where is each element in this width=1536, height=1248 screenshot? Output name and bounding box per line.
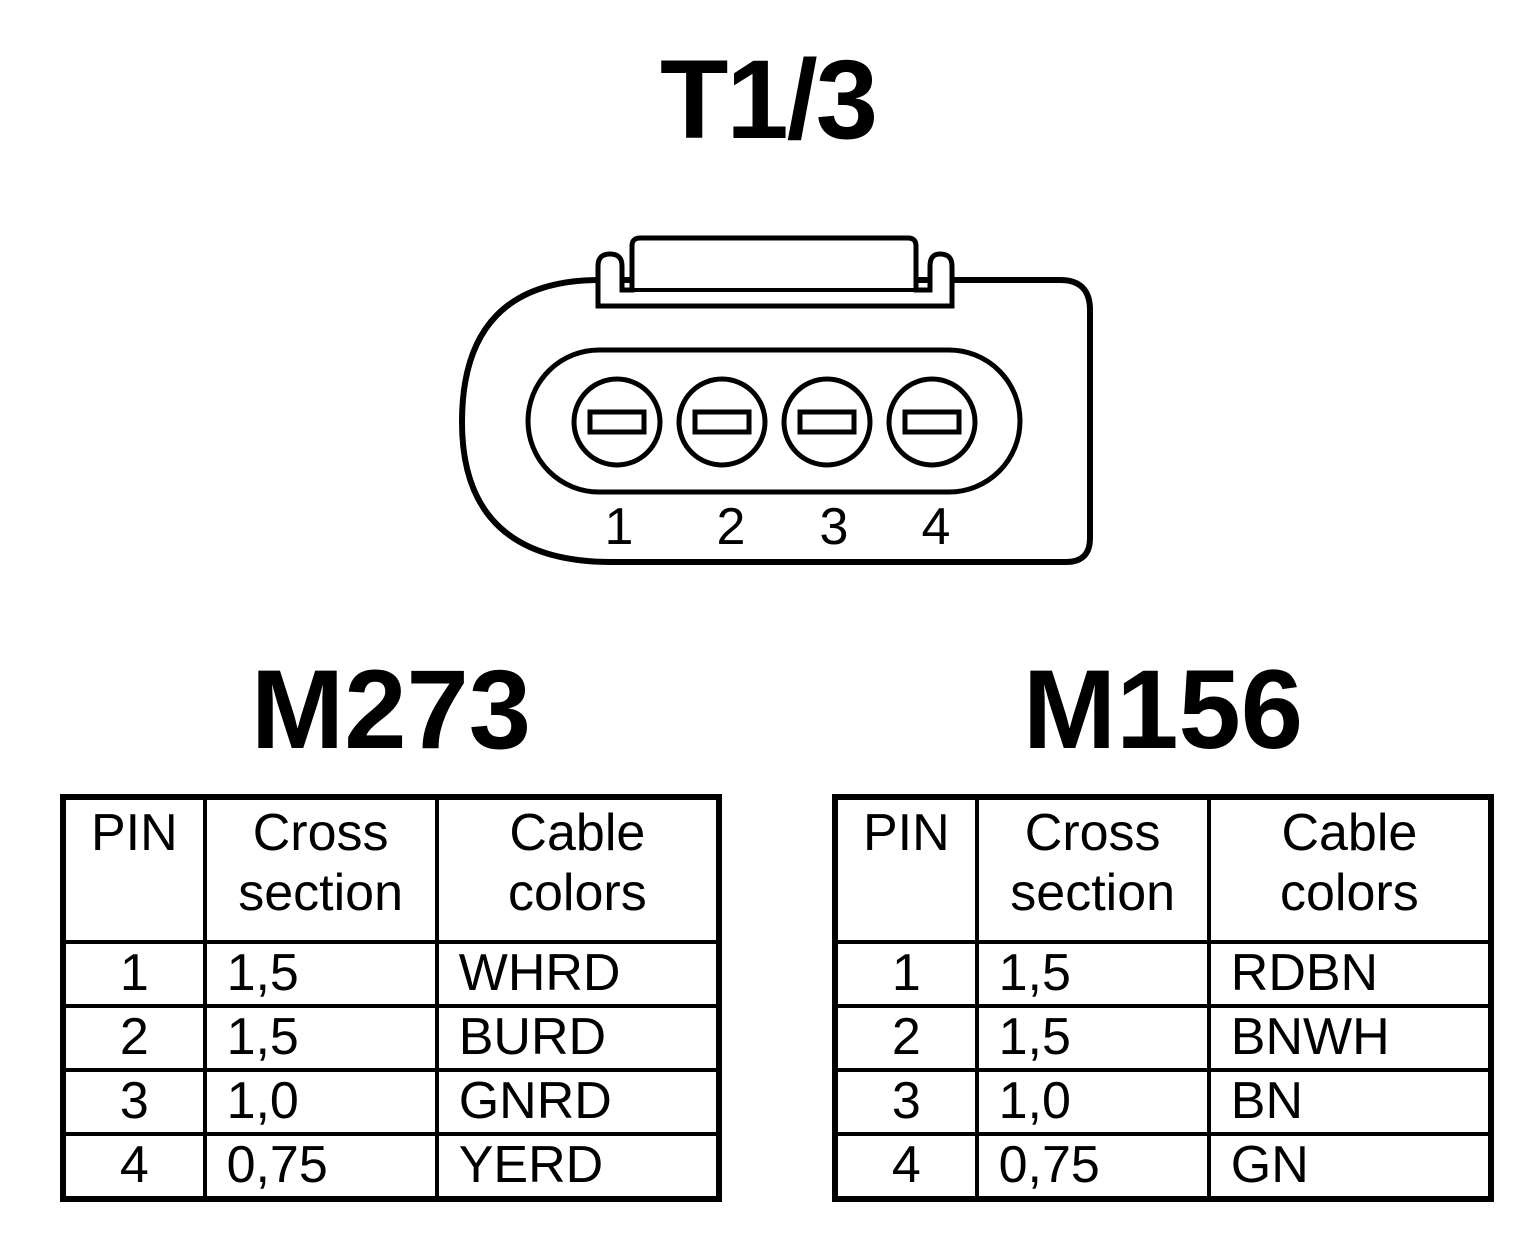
table-row: 3 1,0 GNRD <box>61 1068 722 1136</box>
table-row: 1 1,5 WHRD <box>61 940 722 1008</box>
table-row: 4 0,75 GN <box>833 1132 1494 1201</box>
header-cross-section: Cross section <box>202 795 439 944</box>
pin-number-2: 2 <box>717 498 746 556</box>
cell-cross-section: 1,5 <box>202 1004 439 1072</box>
connector-diagram: 1 2 3 4 <box>458 235 1093 565</box>
connector-title: T1/3 <box>659 37 878 162</box>
cell-cable-color: GN <box>1206 1132 1494 1201</box>
cell-pin: 2 <box>61 1004 207 1072</box>
header-pin: PIN <box>833 795 979 944</box>
cell-cross-section: 0,75 <box>974 1132 1211 1201</box>
cell-cable-color: BN <box>1206 1068 1494 1136</box>
table-header-row: PIN Cross section Cable colors <box>833 795 1494 944</box>
header-cross-section: Cross section <box>974 795 1211 944</box>
cell-pin: 3 <box>61 1068 207 1136</box>
cell-cross-section: 1,0 <box>974 1068 1211 1136</box>
cell-pin: 2 <box>833 1004 979 1072</box>
cell-pin: 1 <box>61 940 207 1008</box>
pin-3 <box>781 376 873 468</box>
connector-latch <box>595 235 955 309</box>
table-row: 3 1,0 BN <box>833 1068 1494 1136</box>
cell-cable-color: RDBN <box>1206 940 1494 1008</box>
table-header-row: PIN Cross section Cable colors <box>61 795 722 944</box>
cell-cable-color: BURD <box>434 1004 722 1072</box>
engine-heading-m156: M156 <box>1022 647 1304 772</box>
cell-cross-section: 1,0 <box>202 1068 439 1136</box>
pin-number-1: 1 <box>605 498 634 556</box>
table-row: 4 0,75 YERD <box>61 1132 722 1201</box>
cell-pin: 4 <box>833 1132 979 1201</box>
engine-heading-m273: M273 <box>250 647 532 772</box>
cell-cable-color: YERD <box>434 1132 722 1201</box>
header-cable-colors: Cable colors <box>1206 795 1494 944</box>
header-pin: PIN <box>61 795 207 944</box>
cell-cable-color: WHRD <box>434 940 722 1008</box>
cell-cross-section: 1,5 <box>974 940 1211 1008</box>
cell-pin: 3 <box>833 1068 979 1136</box>
pin-number-3: 3 <box>820 498 849 556</box>
cell-cross-section: 0,75 <box>202 1132 439 1201</box>
pin-table-m156: PIN Cross section Cable colors 1 1,5 RDB… <box>832 794 1494 1202</box>
pin-1 <box>571 376 663 468</box>
table-row: 1 1,5 RDBN <box>833 940 1494 1008</box>
pin-4 <box>886 376 978 468</box>
header-cable-colors: Cable colors <box>434 795 722 944</box>
table-row: 2 1,5 BNWH <box>833 1004 1494 1072</box>
cell-pin: 1 <box>833 940 979 1008</box>
pin-chamber <box>525 347 1023 495</box>
table-row: 2 1,5 BURD <box>61 1004 722 1072</box>
pin-table-m273: PIN Cross section Cable colors 1 1,5 WHR… <box>60 794 722 1202</box>
pin-2 <box>676 376 768 468</box>
cell-cable-color: BNWH <box>1206 1004 1494 1072</box>
cell-pin: 4 <box>61 1132 207 1201</box>
cell-cross-section: 1,5 <box>974 1004 1211 1072</box>
cell-cross-section: 1,5 <box>202 940 439 1008</box>
cell-cable-color: GNRD <box>434 1068 722 1136</box>
pin-number-4: 4 <box>922 498 951 556</box>
